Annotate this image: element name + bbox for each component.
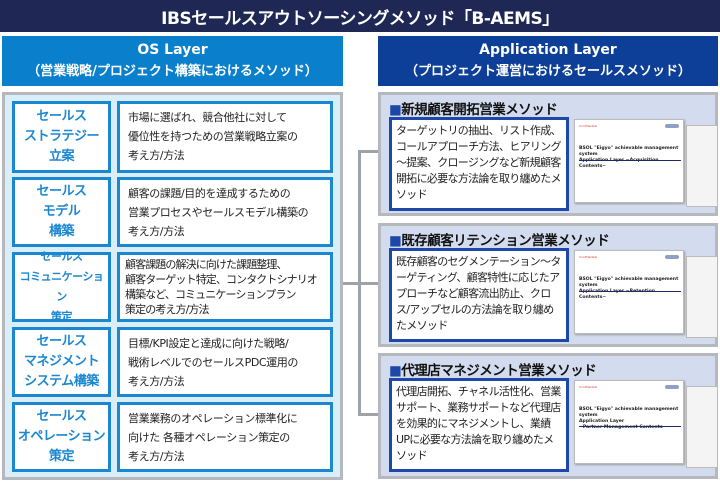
document-title: BSOL "Eigyo" achievable management syste… bbox=[579, 146, 679, 169]
section-heading: ■既存顧客リテンション営業メソッド bbox=[389, 229, 610, 249]
divider bbox=[579, 160, 681, 161]
document-title: BSOL "Eigyo" achievable management syste… bbox=[579, 277, 679, 300]
os-row-label: セールス オペレーション 策定 bbox=[12, 402, 111, 472]
os-row-label: セールス モデル 構築 bbox=[12, 177, 111, 247]
divider bbox=[579, 291, 681, 292]
logo-icon bbox=[665, 385, 679, 389]
application-layer-title: Application Layer bbox=[479, 42, 617, 58]
document-title: BSOL "Eigyo" achievable management syste… bbox=[579, 407, 679, 430]
application-layer-subtitle: （プロジェクト運営におけるセールスメソッド） bbox=[404, 64, 691, 79]
method-section-retention: ■既存顧客リテンション営業メソッド 既存顧客のセグメンテーション～ターゲティング… bbox=[378, 223, 718, 347]
os-row-desc: 目標/KPI設定と達成に向けた戦略/ 戦術レベルでのセールスPDC運用の 考え方… bbox=[117, 327, 333, 397]
method-section-partner: ■代理店マネジメント営業メソッド 代理店開拓、チャネル活性化、営業サポート、業務… bbox=[378, 353, 718, 479]
os-layer-title: OS Layer bbox=[137, 42, 208, 58]
square-bullet-icon: ■ bbox=[389, 363, 402, 379]
os-row-label: セールス ストラテジー 立案 bbox=[12, 101, 111, 173]
document-thumbnail: Confidential BSOL "Eigyo" achievable man… bbox=[574, 250, 684, 334]
connector-line bbox=[343, 282, 360, 285]
document-thumbnail: Confidential BSOL "Eigyo" achievable man… bbox=[574, 119, 684, 203]
logo-icon bbox=[665, 124, 679, 128]
os-row-desc: 営業業務のオペレーション標準化に 向けた 各種オペレーション策定の 考え方/方法 bbox=[117, 402, 333, 472]
logo-icon bbox=[665, 255, 679, 259]
method-section-acquisition: ■新規顧客開拓営業メソッド ターゲットリの抽出、リスト作成、コールアプローチ方法… bbox=[378, 92, 718, 216]
document-thumbnail: Confidential BSOL "Eigyo" achievable man… bbox=[574, 380, 684, 464]
document-thumbnail-back bbox=[686, 386, 718, 468]
section-heading: ■新規顧客開拓営業メソッド bbox=[389, 98, 558, 118]
connector-line bbox=[358, 150, 380, 153]
confidential-mark: Confidential bbox=[579, 255, 598, 259]
page-title: IBSセールスアウトソーシングメソッド「B-AEMS」 bbox=[0, 0, 720, 32]
application-layer-header: Application Layer （プロジェクト運営におけるセールスメソッド） bbox=[378, 36, 718, 86]
connector-line bbox=[358, 282, 380, 285]
document-thumbnail-back bbox=[686, 256, 718, 338]
os-row-desc: 顧客課題の解決に向けた課題整理、 顧客ターゲット特定、コンタクトシナリオ 構築な… bbox=[117, 252, 333, 322]
os-layer-subtitle: （営業戦略/プロジェクト構築におけるメソッド） bbox=[27, 64, 318, 79]
square-bullet-icon: ■ bbox=[389, 233, 402, 249]
heading-text: 代理店マネジメント営業メソッド bbox=[401, 363, 597, 379]
connector-line bbox=[358, 413, 380, 416]
section-heading: ■代理店マネジメント営業メソッド bbox=[389, 359, 597, 379]
os-row-desc: 市場に選ばれ、競合他社に対して 優位性を持つための営業戦略立案の 考え方/方法 bbox=[117, 101, 333, 173]
divider bbox=[579, 426, 681, 427]
os-row-label: セールス コミュニケーション 策定 bbox=[12, 250, 111, 323]
os-row-desc: 顧客の課題/目的を達成するための 営業プロセスやセールスモデル構築の 考え方/方… bbox=[117, 177, 333, 247]
confidential-mark: Confidential bbox=[579, 385, 598, 389]
os-row-label: セールス マネジメント システム構築 bbox=[12, 327, 111, 397]
os-layer-header: OS Layer （営業戦略/プロジェクト構築におけるメソッド） bbox=[2, 36, 343, 86]
section-text: 既存顧客のセグメンテーション～ターゲティング、顧客特性に応じたアプローチなど顧客… bbox=[389, 248, 569, 342]
confidential-mark: Confidential bbox=[579, 124, 598, 128]
section-text: ターゲットリの抽出、リスト作成、コールアプローチ方法、ヒアリング～提案、クロージ… bbox=[389, 117, 569, 211]
heading-text: 新規顧客開拓営業メソッド bbox=[401, 102, 558, 118]
heading-text: 既存顧客リテンション営業メソッド bbox=[401, 233, 610, 249]
section-text: 代理店開拓、チャネル活性化、営業サポート、業務サポートなど代理店を効果的にマネジ… bbox=[389, 378, 569, 472]
document-thumbnail-back bbox=[686, 125, 718, 207]
square-bullet-icon: ■ bbox=[389, 102, 402, 118]
